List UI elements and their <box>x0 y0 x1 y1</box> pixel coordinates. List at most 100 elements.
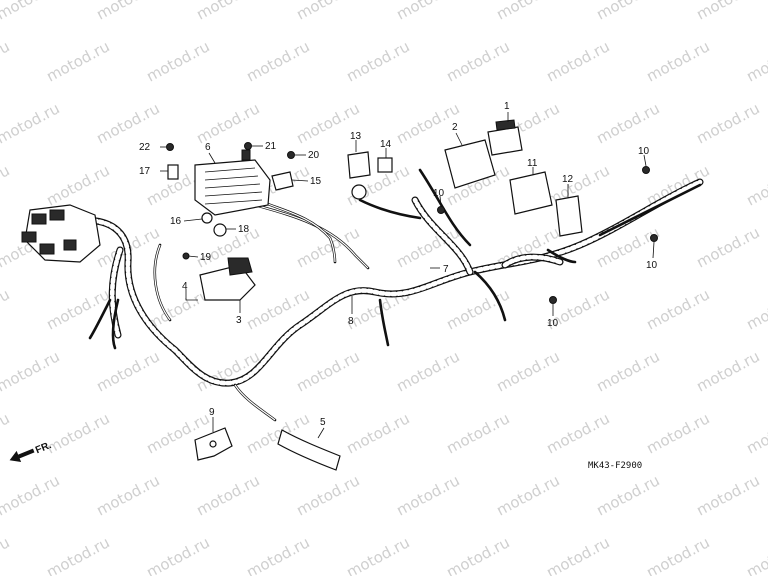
part-label-19: 19 <box>200 252 212 263</box>
connector-14 <box>377 157 393 173</box>
watermark-text: motod.ru <box>493 0 562 24</box>
watermark-text: motod.ru <box>0 161 13 209</box>
watermark-text: motod.ru <box>693 347 762 395</box>
watermark-text: motod.ru <box>643 37 712 85</box>
watermark-text: motod.ru <box>493 347 562 395</box>
watermark-text: motod.ru <box>193 223 262 271</box>
part-label-10a: 10 <box>638 146 650 157</box>
boot-cover-5 <box>277 429 341 471</box>
watermark-text: motod.ru <box>293 223 362 271</box>
watermark-text: motod.ru <box>743 285 768 333</box>
watermark-text: motod.ru <box>43 37 112 85</box>
watermark-text: motod.ru <box>0 285 13 333</box>
part-label-9: 9 <box>209 407 215 418</box>
connector-13 <box>347 151 371 200</box>
part-label-10b: 10 <box>433 188 445 199</box>
part-label-10d: 10 <box>547 318 559 329</box>
watermark-text: motod.ru <box>43 533 112 576</box>
watermark-text: motod.ru <box>193 0 262 24</box>
watermark-text: motod.ru <box>0 533 13 576</box>
bolts <box>166 142 658 304</box>
fuse-box-12 <box>555 195 583 237</box>
watermark-text: motod.ru <box>443 409 512 457</box>
arrow-left-icon <box>9 448 35 463</box>
part-label-4: 4 <box>182 281 188 292</box>
watermark-text: motod.ru <box>343 37 412 85</box>
part-label-16: 16 <box>170 216 182 227</box>
relay-box-1 <box>487 119 523 156</box>
part-label-15: 15 <box>310 176 322 187</box>
watermark-text: motod.ru <box>93 471 162 519</box>
watermark-text: motod.ru <box>293 0 362 24</box>
watermark-text: motod.ru <box>393 471 462 519</box>
front-direction-marker: FR. <box>9 440 53 463</box>
regulator-rectifier <box>194 149 271 216</box>
watermark-text: motod.ru <box>693 471 762 519</box>
watermark-text: motod.ru <box>43 409 112 457</box>
watermark-text: motod.ru <box>493 471 562 519</box>
part-label-14: 14 <box>380 139 392 150</box>
part-label-12: 12 <box>562 174 574 185</box>
watermark-text: motod.ru <box>443 37 512 85</box>
watermark-text: motod.ru <box>593 347 662 395</box>
watermark-text: motod.ru <box>693 99 762 147</box>
watermark-text: motod.ru <box>43 285 112 333</box>
watermark-text: motod.ru <box>593 471 662 519</box>
main-connector-cluster <box>21 204 101 263</box>
watermark-text: motod.ru <box>0 471 63 519</box>
part-label-22: 22 <box>139 142 151 153</box>
part-label-6: 6 <box>205 142 211 153</box>
diagram-code: MK43-F2900 <box>588 461 642 471</box>
part-label-1: 1 <box>504 101 510 112</box>
control-unit-2 <box>444 139 496 189</box>
watermark-text: motod.ru <box>693 223 762 271</box>
watermark-text: motod.ru <box>93 0 162 24</box>
part-label-18: 18 <box>238 224 250 235</box>
watermark-text: motod.ru <box>143 37 212 85</box>
watermark-text: motod.ru <box>543 37 612 85</box>
watermark-text: motod.ru <box>293 347 362 395</box>
part-label-21: 21 <box>265 141 277 152</box>
watermark-text: motod.ru <box>393 347 462 395</box>
watermark-text: motod.ru <box>0 409 13 457</box>
watermark-text: motod.ru <box>93 99 162 147</box>
part-label-11: 11 <box>527 158 538 169</box>
watermark-text: motod.ru <box>0 37 13 85</box>
watermark-text: motod.ru <box>0 0 63 24</box>
watermark-text: motod.ru <box>743 37 768 85</box>
watermark-text: motod.ru <box>243 37 312 85</box>
watermark-text: motod.ru <box>243 533 312 576</box>
callout-labels: 1 2 3 4 5 6 7 8 9 10 10 10 10 11 12 13 1… <box>139 101 658 428</box>
part-label-5: 5 <box>320 417 326 428</box>
starter-relay <box>199 257 256 301</box>
watermark-text: motod.ru <box>93 347 162 395</box>
part-label-3: 3 <box>236 315 242 326</box>
watermark-text: motod.ru <box>743 409 768 457</box>
wire-leads <box>88 168 702 422</box>
watermark-text: motod.ru <box>0 347 63 395</box>
part-label-20: 20 <box>308 150 320 161</box>
watermark-text: motod.ru <box>43 161 112 209</box>
watermark-text: motod.ru <box>743 533 768 576</box>
watermark-text: motod.ru <box>343 409 412 457</box>
leader-lines <box>160 112 655 439</box>
watermark-text: motod.ru <box>643 285 712 333</box>
watermark-text: motod.ru <box>443 533 512 576</box>
watermark-text: motod.ru <box>593 99 662 147</box>
part-label-2: 2 <box>452 122 458 133</box>
watermark-text: motod.ru <box>0 99 63 147</box>
watermark-text: motod.ru <box>293 471 362 519</box>
watermark-text: motod.ru <box>393 0 462 24</box>
part-label-10c: 10 <box>646 260 658 271</box>
flasher-relay-11 <box>509 171 553 215</box>
part-label-7: 7 <box>443 264 449 275</box>
watermark-text: motod.ru <box>543 533 612 576</box>
watermark-text: motod.ru <box>593 0 662 24</box>
watermark-text: motod.ru <box>743 161 768 209</box>
watermark-text: motod.ru <box>643 409 712 457</box>
watermark-text: motod.ru <box>643 533 712 576</box>
main-wire-harness <box>66 178 704 387</box>
watermark-text: motod.ru <box>143 533 212 576</box>
